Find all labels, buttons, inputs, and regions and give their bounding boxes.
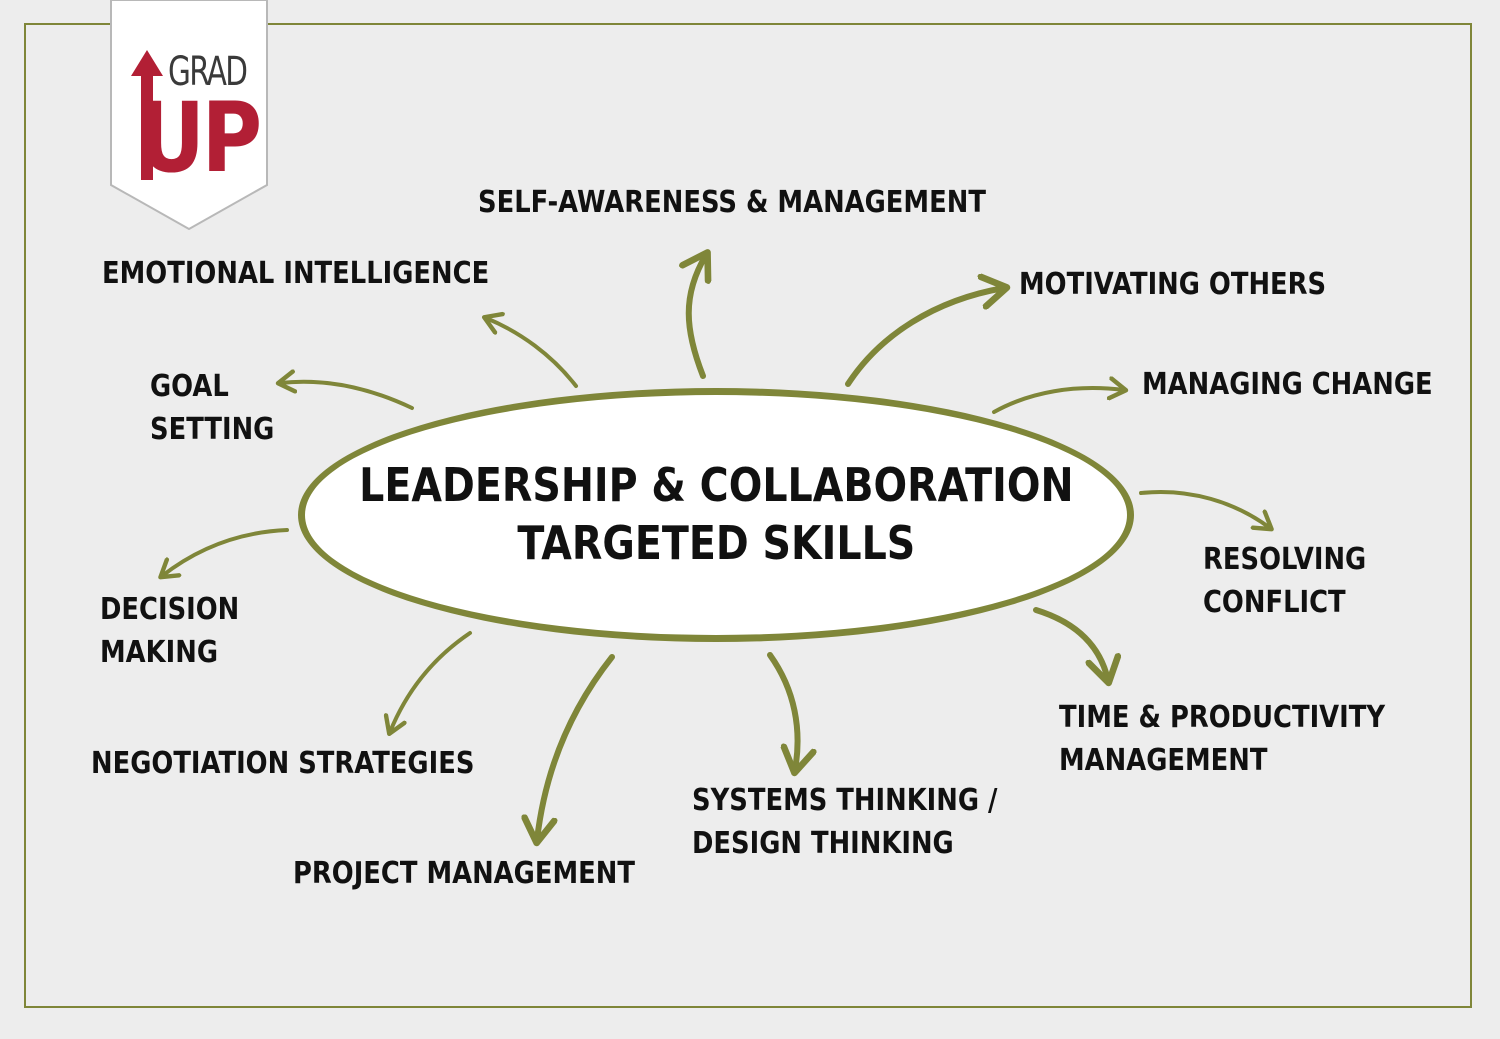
- skill-time-productivity: TIME & PRODUCTIVITY MANAGEMENT: [1059, 700, 1386, 778]
- skill-negotiation: NEGOTIATION STRATEGIES: [91, 746, 475, 781]
- skill-managing-change: MANAGING CHANGE: [1142, 367, 1433, 402]
- arrow-systems-thinking: [767, 652, 798, 770]
- skill-goal-setting: GOAL SETTING: [150, 369, 275, 447]
- skill-resolving-conflict: RESOLVING CONFLICT: [1203, 542, 1367, 620]
- skill-decision-making: DECISION MAKING: [100, 592, 240, 670]
- central-topic-line1: LEADERSHIP & COLLABORATION: [358, 458, 1074, 513]
- arrow-motivating-others: [845, 288, 1004, 387]
- arrow-managing-change: [992, 388, 1124, 414]
- up-arrow-icon: [131, 50, 163, 180]
- central-topic-ellipse: LEADERSHIP & COLLABORATION TARGETED SKIL…: [298, 388, 1134, 642]
- arrow-emotional-intelligence: [486, 318, 578, 388]
- skill-self-awareness: SELF-AWARENESS & MANAGEMENT: [478, 185, 986, 220]
- central-topic-line2: TARGETED SKILLS: [517, 516, 915, 570]
- arrow-decision-making: [162, 528, 289, 576]
- arrow-project-management: [537, 654, 615, 840]
- skill-project-management: PROJECT MANAGEMENT: [293, 856, 635, 891]
- logo-up-text: UP: [138, 82, 262, 194]
- skill-motivating-others: MOTIVATING OTHERS: [1019, 267, 1327, 302]
- shield-badge: [110, 0, 268, 230]
- gradup-logo: GRAD UP: [110, 0, 268, 230]
- arrow-negotiation: [390, 631, 472, 732]
- arrow-resolving-conflict: [1139, 490, 1270, 528]
- skill-systems-thinking: SYSTEMS THINKING / DESIGN THINKING: [692, 783, 998, 861]
- arrow-goal-setting: [280, 382, 414, 410]
- arrow-time-productivity: [1033, 607, 1108, 680]
- diagram-frame: [24, 23, 1472, 1008]
- skill-emotional-intelligence: EMOTIONAL INTELLIGENCE: [102, 256, 490, 291]
- logo-grad-text: GRAD: [168, 49, 248, 95]
- arrow-self-awareness: [689, 255, 706, 379]
